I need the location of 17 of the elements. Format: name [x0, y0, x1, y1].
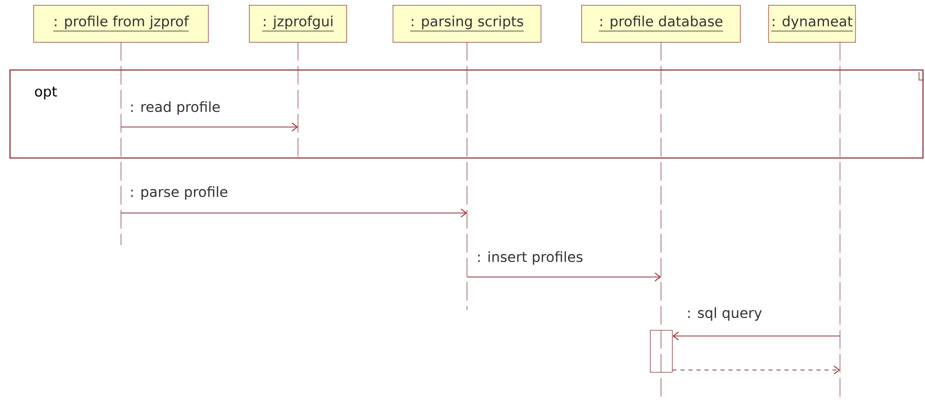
participant-box: : profile from jzprof: [33, 5, 209, 43]
lifeline: [120, 42, 122, 246]
message-arrow: [120, 122, 298, 132]
activation-bar: [650, 330, 673, 373]
participant-box: : dynameat: [768, 5, 856, 43]
message-arrow: [120, 208, 467, 218]
edge-label: : read profile: [128, 100, 222, 116]
message-arrow: [672, 366, 840, 374]
message-arrow: [466, 272, 661, 282]
edge-label: : parse profile: [128, 184, 230, 202]
participant-box: : parsing scripts: [392, 5, 542, 43]
message-arrow: [672, 332, 840, 340]
participant-box: : profile database: [581, 5, 741, 43]
edge-label: : insert profiles: [475, 250, 584, 266]
fragment-label: opt: [35, 86, 57, 100]
participant-box: : jzprofgui: [249, 5, 347, 43]
edge-label: : sql query: [685, 306, 764, 322]
